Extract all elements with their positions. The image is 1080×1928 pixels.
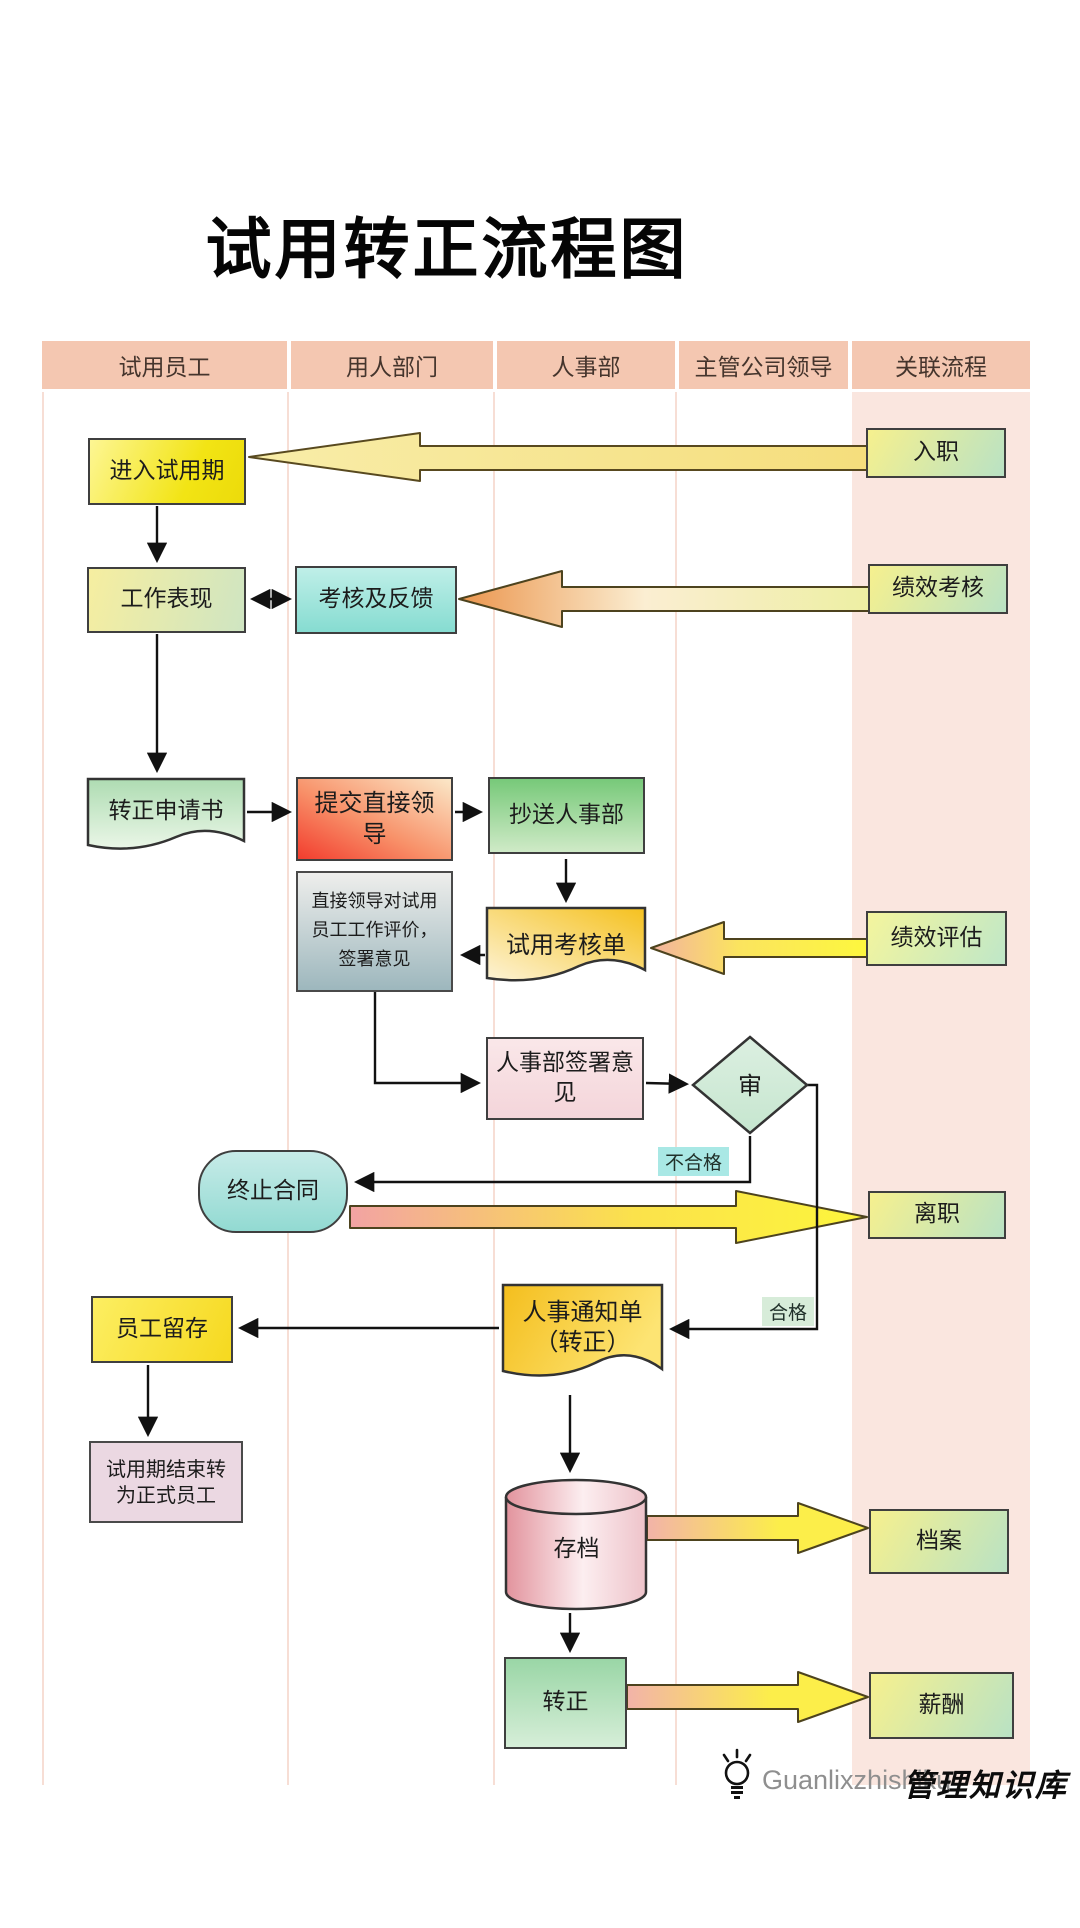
- node-assessment-feedback: 考核及反馈: [295, 566, 457, 634]
- connector: [373, 992, 482, 1094]
- lane-header-probation-employee: 试用员工: [42, 341, 287, 389]
- lane-header-company-leadership: 主管公司领导: [679, 341, 848, 389]
- block-arrow-regularization-to-salary: [626, 1671, 869, 1723]
- node-performance-evaluation: 绩效评估: [866, 911, 1007, 966]
- lane-gridline: [42, 392, 44, 1785]
- block-arrow-terminate-to-resignation: [349, 1190, 868, 1244]
- block-arrow-performance-evaluation-to-form: [650, 921, 871, 975]
- node-enter-probation: 进入试用期: [88, 438, 246, 505]
- node-employee-retention: 员工留存: [91, 1296, 233, 1363]
- node-hr-sign-opinion: 人事部签署意见: [486, 1037, 644, 1120]
- page-title: 试用转正流程图: [205, 210, 689, 288]
- node-work-performance: 工作表现: [87, 567, 246, 633]
- lightbulb-icon: [722, 1748, 752, 1799]
- node-onboarding: 入职: [866, 428, 1006, 478]
- connector: [668, 1083, 819, 1340]
- lane-header-hr-department: 人事部: [497, 341, 675, 389]
- node-probation-end: 试用期结束转为正式员工: [89, 1441, 243, 1523]
- node-regularization: 转正: [504, 1657, 627, 1749]
- block-arrow-onboarding-to-probation: [248, 432, 873, 482]
- node-cc-hr: 抄送人事部: [488, 777, 645, 854]
- lane-gridline: [287, 392, 289, 1785]
- node-salary: 薪酬: [869, 1672, 1014, 1739]
- connector: [353, 1136, 752, 1193]
- node-resignation: 离职: [868, 1191, 1006, 1239]
- footer-brand-chinese: 管理知识库: [903, 1768, 1068, 1804]
- node-submit-to-leader: 提交直接领导: [296, 777, 453, 861]
- node-terminate-contract: 终止合同: [198, 1150, 348, 1233]
- block-arrow-store-to-archive: [646, 1502, 869, 1554]
- edge-label-fail: 不合格: [658, 1147, 730, 1176]
- lane-header-related-processes: 关联流程: [852, 341, 1030, 389]
- node-leader-evaluation-note: 直接领导对试用员工工作评价，签署意见: [296, 871, 453, 992]
- connector: [645, 1073, 690, 1094]
- footer-brand-latin: Guanlixzhishiku: [762, 1765, 952, 1795]
- edge-label-pass: 合格: [762, 1297, 815, 1326]
- node-archive: 档案: [869, 1509, 1009, 1574]
- block-arrow-performance-review-to-feedback: [458, 570, 873, 628]
- node-performance-review: 绩效考核: [868, 564, 1008, 614]
- lane-header-employing-department: 用人部门: [291, 341, 493, 389]
